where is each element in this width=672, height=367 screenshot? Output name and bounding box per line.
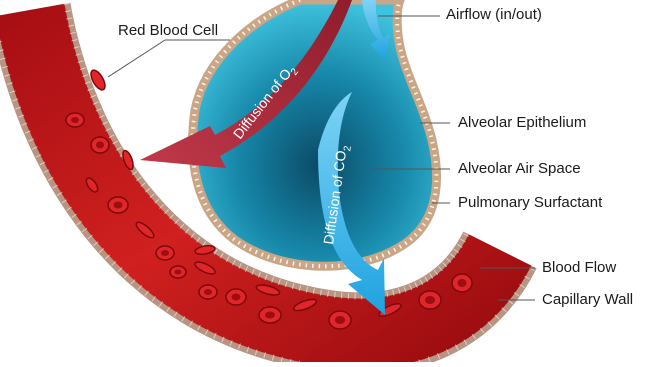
- label-alveolar-epithelium: Alveolar Epithelium: [458, 114, 586, 131]
- red-blood-cell-icon: [108, 197, 128, 213]
- red-blood-cell-icon: [419, 291, 441, 309]
- red-blood-cell-icon: [199, 285, 217, 299]
- label-red-blood-cell: Red Blood Cell: [118, 22, 218, 39]
- label-capillary-wall: Capillary Wall: [542, 291, 633, 308]
- label-blood-flow: Blood Flow: [542, 259, 616, 276]
- leader-line: [108, 40, 165, 77]
- red-blood-cell-icon: [259, 307, 281, 323]
- red-blood-cell-icon: [170, 266, 186, 278]
- red-blood-cell-icon: [226, 289, 246, 305]
- red-blood-cell-icon: [91, 137, 109, 153]
- label-pulmonary-surfactant: Pulmonary Surfactant: [458, 194, 602, 211]
- red-blood-cell-icon: [66, 113, 84, 127]
- red-blood-cell-icon: [156, 246, 174, 260]
- red-blood-cell-icon: [329, 311, 351, 329]
- label-airflow: Airflow (in/out): [446, 6, 542, 23]
- red-blood-cell-icon: [452, 274, 472, 292]
- label-alveolar-air-space: Alveolar Air Space: [458, 160, 581, 177]
